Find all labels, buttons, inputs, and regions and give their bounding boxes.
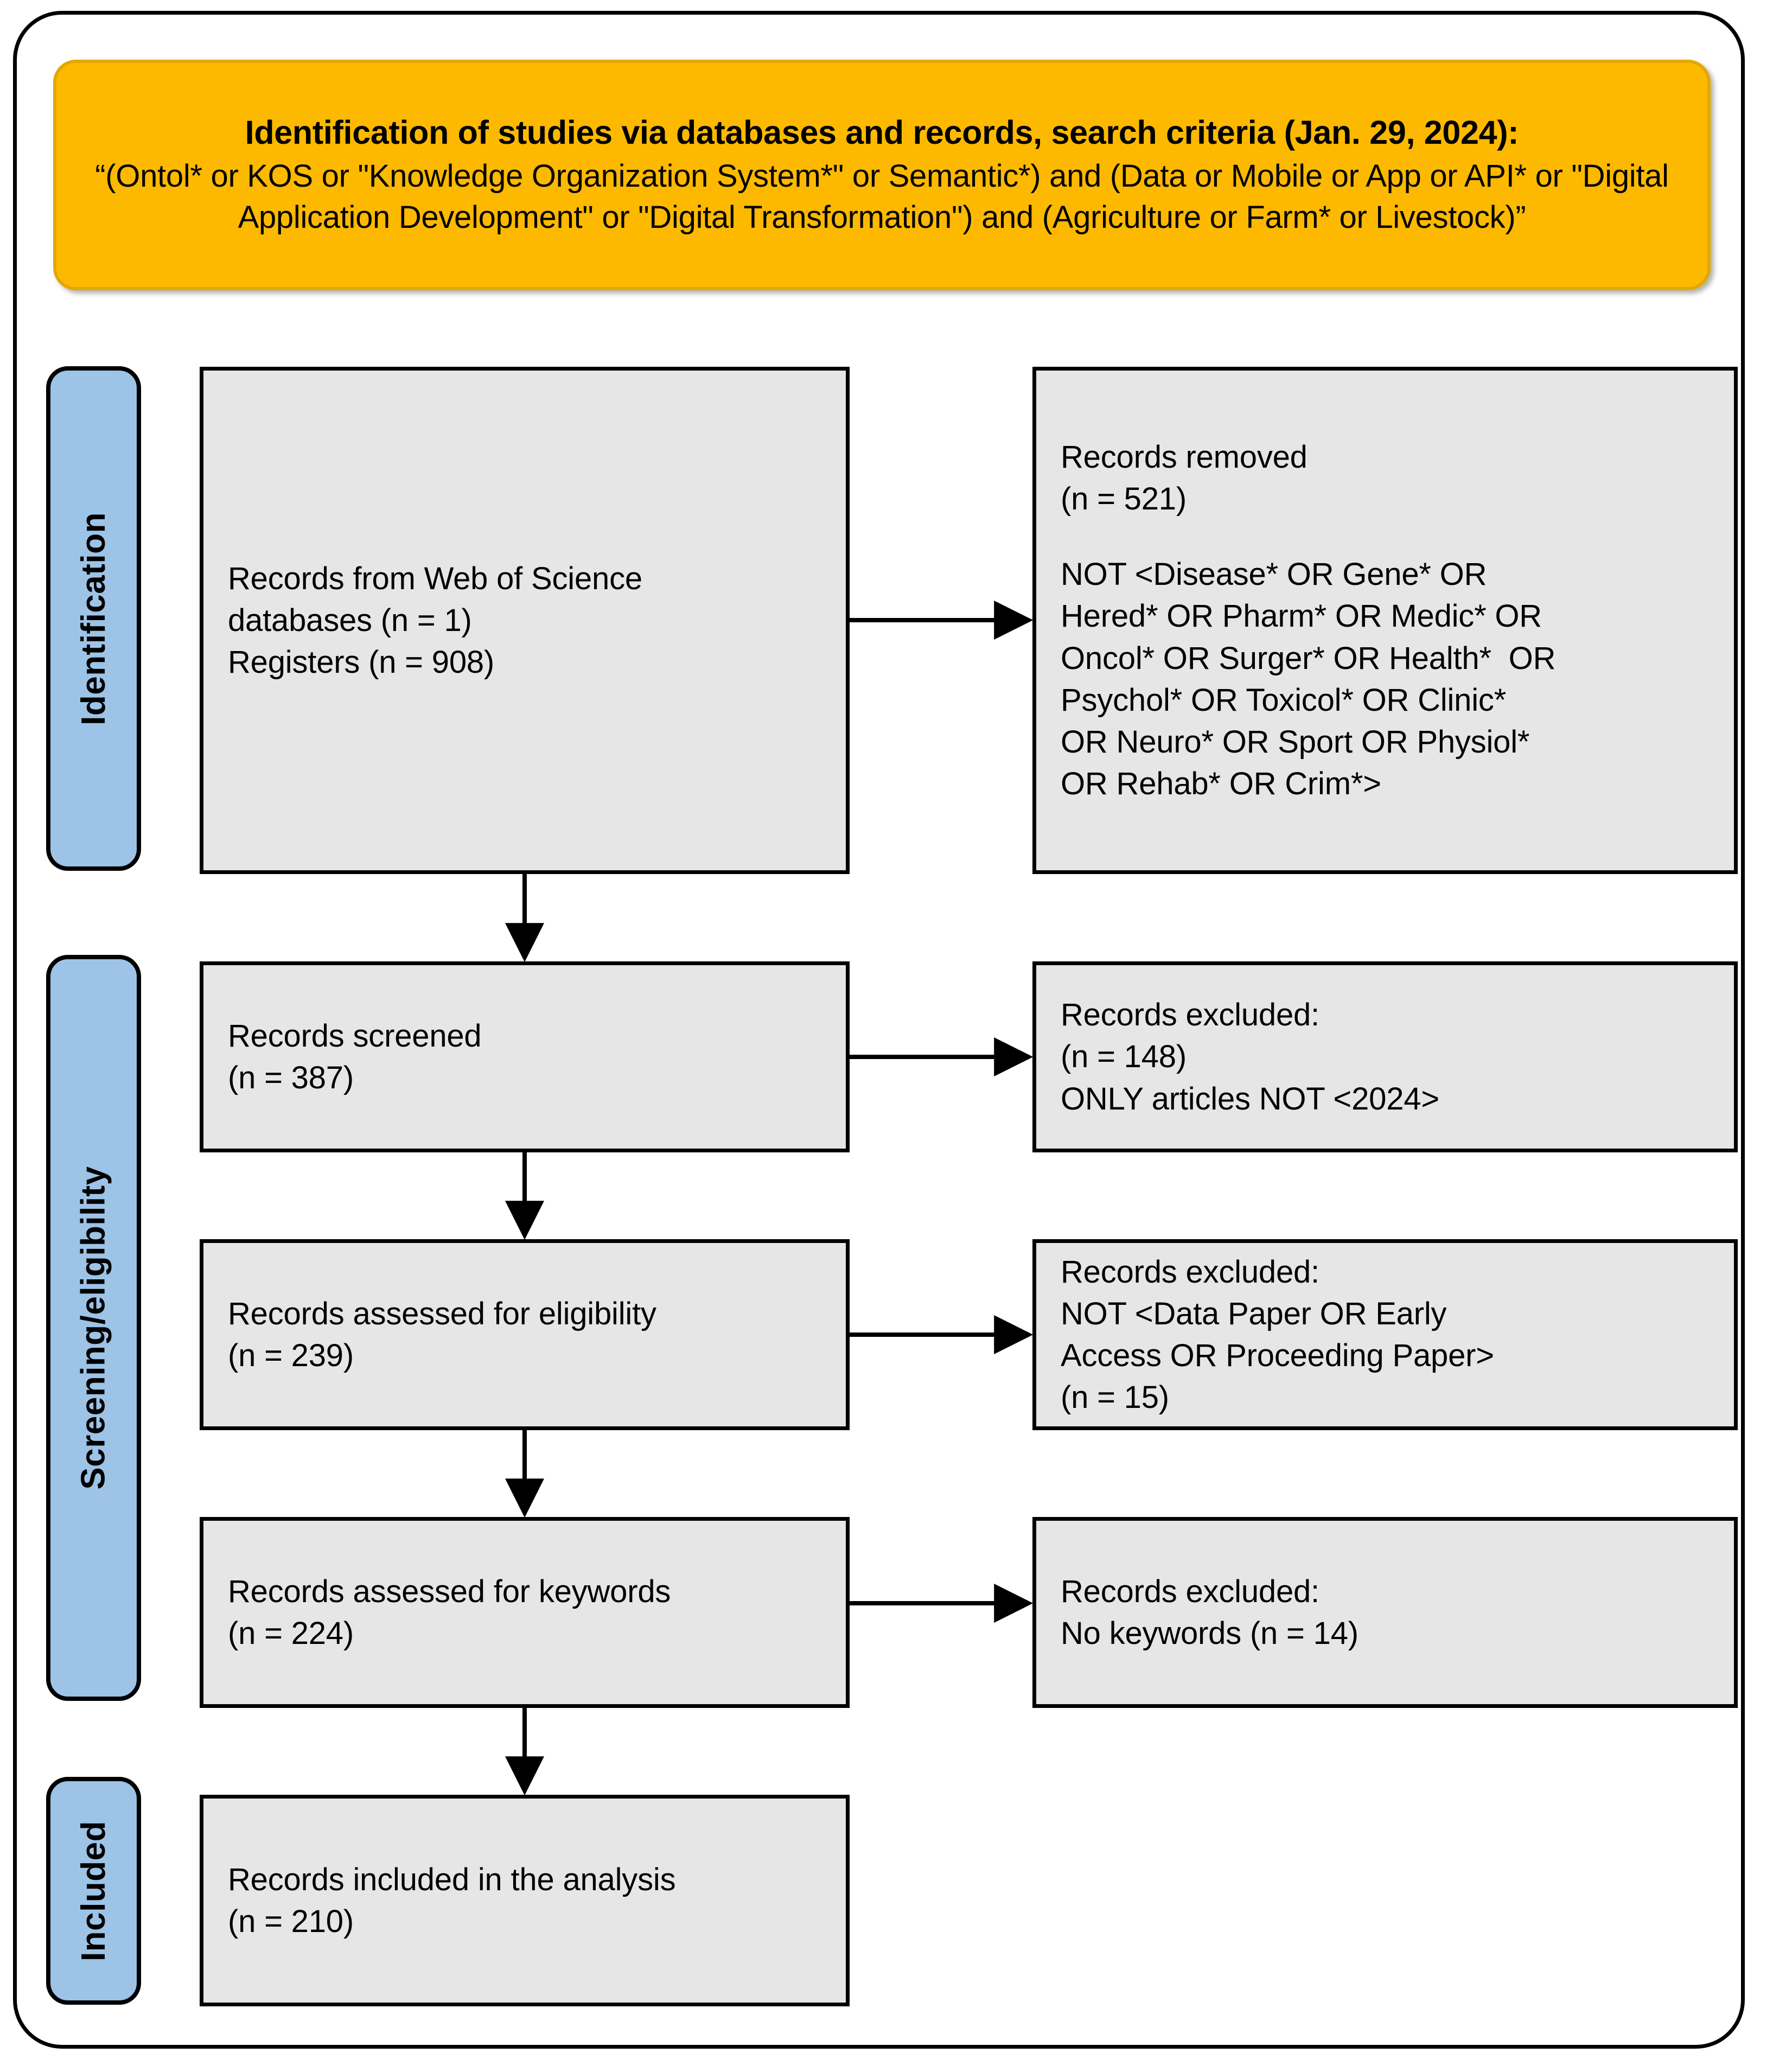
box-keywords-line-1: Records assessed for keywords <box>228 1573 671 1609</box>
box-keywords-line-2: (n = 224) <box>228 1616 354 1651</box>
box-excluded-2-line-3: Access OR Proceeding Paper> <box>1061 1338 1494 1373</box>
stage-label-included-text: Included <box>75 1820 112 1961</box>
box-records-assessed-eligibility: Records assessed for eligibility (n = 23… <box>200 1239 850 1430</box>
box-records-screened: Records screened (n = 387) <box>200 961 850 1152</box>
box-included-line-1: Records included in the analysis <box>228 1861 676 1897</box>
box-sources-line-3: Registers (n = 908) <box>228 645 495 680</box>
stage-label-included: Included <box>46 1777 141 2005</box>
box-excluded-1-line-2: (n = 148) <box>1061 1039 1187 1075</box>
box-excluded-3-line-1: Records excluded: <box>1061 1573 1319 1609</box>
box-removed-line-1: Records removed <box>1061 439 1308 475</box>
box-records-from-databases: Records from Web of Science databases (n… <box>200 367 850 874</box>
box-sources-line-1: Records from Web of Science <box>228 560 642 596</box>
box-records-assessed-keywords: Records assessed for keywords (n = 224) <box>200 1517 850 1708</box>
box-removed-line-8: OR Rehab* OR Crim*> <box>1061 766 1381 801</box>
banner-query-line-1: “(Ontol* or KOS or "Knowledge Organizati… <box>95 158 1323 194</box>
banner-query: “(Ontol* or KOS or "Knowledge Organizati… <box>86 156 1678 238</box>
box-excluded-2-line-1: Records excluded: <box>1061 1254 1319 1290</box>
box-excluded-2-line-2: NOT <Data Paper OR Early <box>1061 1296 1447 1331</box>
box-excluded-3-line-2: No keywords (n = 14) <box>1061 1616 1359 1651</box>
box-eligibility-line-1: Records assessed for eligibility <box>228 1296 656 1331</box>
box-excluded-1-line-3: ONLY articles NOT <2024> <box>1061 1081 1439 1117</box>
box-removed-line-2: (n = 521) <box>1061 481 1187 517</box>
box-included-line-2: (n = 210) <box>228 1904 354 1939</box>
box-removed-line-6: Psychol* OR Toxicol* OR Clinic* <box>1061 682 1507 718</box>
box-records-excluded-year: Records excluded: (n = 148) ONLY article… <box>1032 961 1738 1152</box>
stage-label-screening-eligibility-text: Screening/eligibility <box>75 1166 113 1490</box>
box-records-excluded-no-keywords: Records excluded: No keywords (n = 14) <box>1032 1517 1738 1708</box>
box-records-included: Records included in the analysis (n = 21… <box>200 1795 850 2006</box>
box-screened-line-2: (n = 387) <box>228 1060 354 1095</box>
banner-query-line-2: or App or API* or "Digital Application D… <box>238 158 1669 235</box>
stage-label-identification-text: Identification <box>75 512 112 725</box>
banner-title: Identification of studies via databases … <box>245 113 1519 151</box>
box-eligibility-line-2: (n = 239) <box>228 1338 354 1373</box>
box-records-removed: Records removed (n = 521) NOT <Disease* … <box>1032 367 1738 874</box>
stage-label-identification: Identification <box>46 366 141 871</box>
box-removed-line-4: Hered* OR Pharm* OR Medic* OR <box>1061 598 1542 634</box>
box-removed-line-3: NOT <Disease* OR Gene* OR <box>1061 557 1487 592</box>
banner-query-line-3: (Agriculture or Farm* or Livestock)” <box>1042 199 1526 235</box>
box-excluded-1-line-1: Records excluded: <box>1061 997 1319 1033</box>
box-removed-line-7: OR Neuro* OR Sport OR Physiol* <box>1061 724 1530 760</box>
box-removed-line-5: Oncol* OR Surger* OR Health* OR <box>1061 640 1556 676</box>
search-criteria-banner: Identification of studies via databases … <box>53 60 1711 290</box>
box-sources-line-2: databases (n = 1) <box>228 602 472 638</box>
box-records-excluded-doctype: Records excluded: NOT <Data Paper OR Ear… <box>1032 1239 1738 1430</box>
box-excluded-2-line-4: (n = 15) <box>1061 1380 1169 1416</box>
stage-label-screening-eligibility: Screening/eligibility <box>46 955 141 1701</box>
box-removed-spacer <box>1061 520 1710 553</box>
box-screened-line-1: Records screened <box>228 1018 482 1054</box>
